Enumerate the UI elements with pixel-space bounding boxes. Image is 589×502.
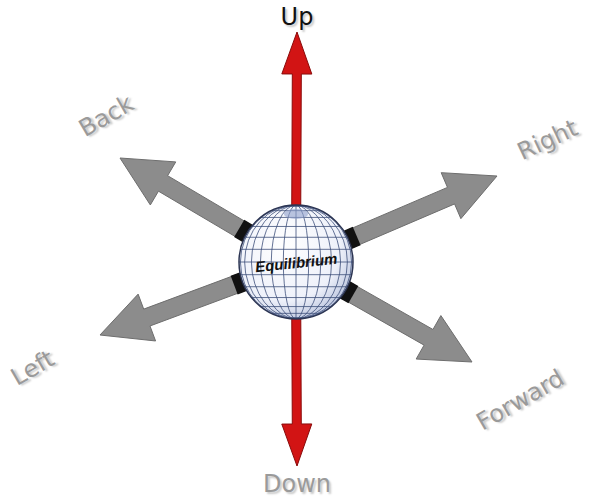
- direction-label: Right: [513, 114, 582, 166]
- globe-pole: [284, 209, 308, 219]
- direction-label: Down: [263, 470, 331, 498]
- globe-body: [239, 205, 353, 319]
- globe-grid: [238, 204, 354, 320]
- direction-label: Up: [281, 3, 314, 31]
- globe-rim: [239, 205, 353, 319]
- direction-label: Back: [74, 89, 138, 142]
- equilibrium-sphere: Equilibrium: [238, 204, 354, 320]
- direction-label: Left: [6, 345, 59, 392]
- direction-label: Forward: [471, 364, 569, 437]
